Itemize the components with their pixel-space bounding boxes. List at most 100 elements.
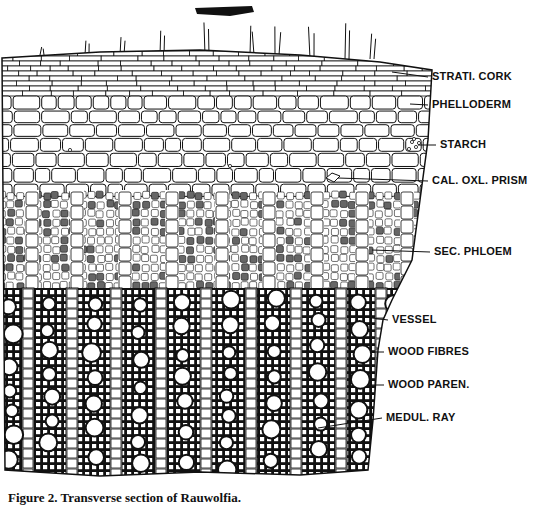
phloem-cell <box>377 256 384 263</box>
phloem-cell <box>6 264 13 271</box>
phloem-cell <box>152 201 159 208</box>
phloem-cell <box>51 192 58 199</box>
phloem-cell <box>295 246 302 253</box>
fibre-lumen <box>218 304 222 308</box>
ray-cell <box>356 206 368 219</box>
phelloderm-cell <box>77 168 104 182</box>
fibre-lumen <box>281 360 285 364</box>
phloem-cell <box>44 193 51 200</box>
phloem-cell <box>331 228 338 235</box>
cork-cell <box>342 76 365 81</box>
fibre-lumen <box>15 318 19 322</box>
cork-cell <box>370 91 402 96</box>
fibre-lumen <box>260 353 264 357</box>
cork-cell <box>73 71 95 76</box>
fibre-lumen <box>386 360 390 364</box>
fibre-lumen <box>85 367 89 371</box>
ray-cell <box>311 248 323 261</box>
phloem-cell <box>249 264 256 271</box>
phloem-cell <box>431 219 438 226</box>
fibre-lumen <box>309 381 313 385</box>
phloem-cell <box>294 272 301 279</box>
cork-cell <box>0 66 8 71</box>
fibre-lumen <box>421 297 425 301</box>
fibre-lumen <box>78 388 82 392</box>
cork-cell <box>320 46 343 51</box>
phloem-cell <box>15 200 22 207</box>
phloem-cell <box>51 228 58 235</box>
fibre-lumen <box>148 346 152 350</box>
phloem-cell <box>152 237 159 244</box>
phelloderm-cell <box>359 138 376 151</box>
fibre-lumen <box>260 318 264 322</box>
fibre-lumen <box>36 318 40 322</box>
phloem-cell <box>331 265 338 272</box>
ray-cell <box>26 234 38 247</box>
phloem-ray <box>215 190 229 288</box>
phloem-cell <box>132 209 139 216</box>
fibre-lumen <box>15 346 19 350</box>
phelloderm-cell <box>290 153 317 166</box>
phloem-cell <box>385 281 392 288</box>
phelloderm-cell <box>232 138 256 151</box>
ray-cell <box>166 234 178 247</box>
ray-cell <box>401 192 413 205</box>
fibre-lumen <box>57 374 61 378</box>
fibre-lumen <box>57 304 61 308</box>
phloem-cell <box>385 192 392 199</box>
fibre-lumen <box>414 360 418 364</box>
fibre-lumen <box>57 290 61 294</box>
fibre-lumen <box>421 374 425 378</box>
phloem-cell <box>16 247 23 254</box>
phloem-cell <box>206 264 213 271</box>
phloem-cell <box>53 247 60 254</box>
starch-grain <box>228 164 231 167</box>
ray-cell <box>166 276 178 289</box>
fibre-lumen <box>428 332 432 336</box>
phloem-cell <box>143 201 150 208</box>
fibre-lumen <box>15 395 19 399</box>
phloem-cell <box>44 229 51 236</box>
fibre-lumen <box>36 304 40 308</box>
phloem-ray <box>310 190 324 288</box>
ray-cell <box>71 220 83 233</box>
phelloderm-cell <box>14 168 34 182</box>
phloem-cell <box>286 211 293 218</box>
fibre-lumen <box>365 290 369 294</box>
cork-cell <box>117 46 144 51</box>
fibre-lumen <box>309 290 313 294</box>
phloem-cell <box>62 272 69 279</box>
fibre-lumen <box>78 346 82 350</box>
phloem-cell <box>62 264 69 271</box>
fibre-lumen <box>239 332 243 336</box>
ray-cell <box>263 192 275 205</box>
phelloderm-cell <box>93 96 109 109</box>
cork-cell <box>132 71 161 76</box>
phloem-cell <box>133 219 140 226</box>
fibre-lumen <box>190 367 194 371</box>
phelloderm-cell <box>176 125 201 137</box>
fibre-lumen <box>274 311 278 315</box>
phloem-cell <box>286 274 293 281</box>
phelloderm-cell <box>354 168 370 182</box>
fibre-lumen <box>260 332 264 336</box>
phloem-cell <box>231 200 238 207</box>
fibre-lumen <box>414 339 418 343</box>
cork-cell <box>196 56 219 61</box>
fibre-lumen <box>435 395 439 399</box>
fibre-lumen <box>176 339 180 343</box>
phloem-cell <box>187 247 194 254</box>
hair <box>374 39 376 59</box>
phloem-cell <box>429 209 436 216</box>
phloem-cell <box>431 227 438 234</box>
phelloderm-cell <box>76 96 91 109</box>
phelloderm-cell <box>128 96 142 109</box>
fibre-lumen <box>358 395 362 399</box>
phloem-cell <box>204 202 211 209</box>
phloem-cell <box>349 264 356 271</box>
fibre-lumen <box>309 332 313 336</box>
fibre-lumen <box>323 381 327 385</box>
cork-cell <box>154 66 182 71</box>
fibre-lumen <box>400 367 404 371</box>
fibre-lumen <box>414 367 418 371</box>
